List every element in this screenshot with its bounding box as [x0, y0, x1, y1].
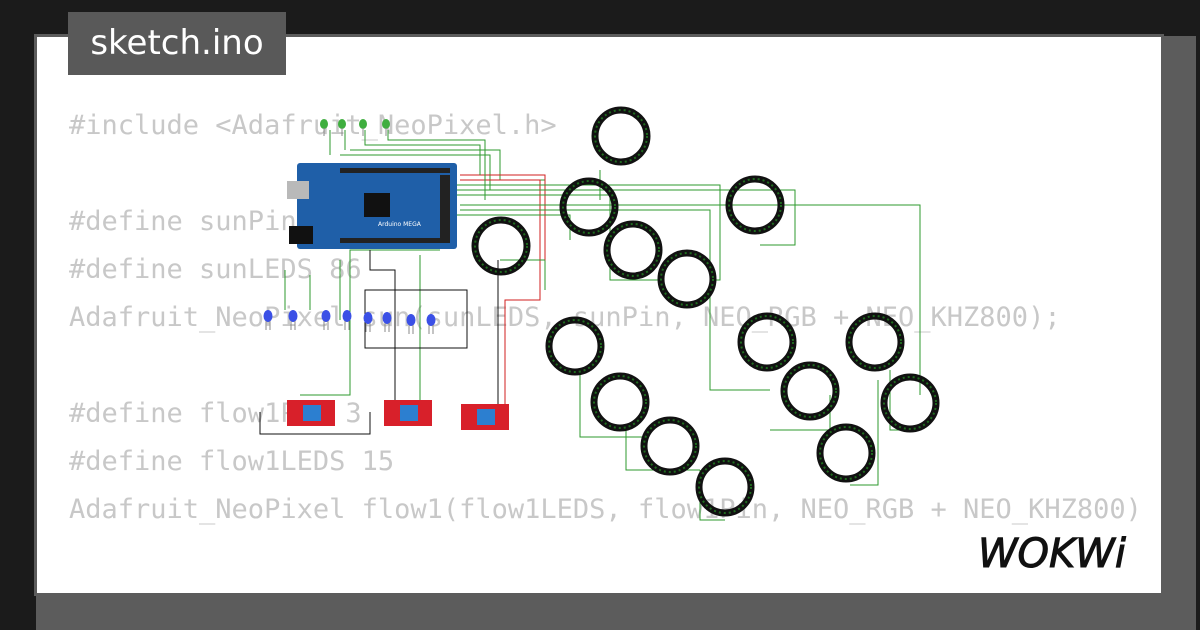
- led-body: [288, 310, 298, 322]
- led-body: [363, 312, 373, 324]
- wire: [387, 130, 486, 200]
- led-group[interactable]: [263, 119, 436, 334]
- neopixel-ring: [737, 312, 797, 372]
- code-line: #define flow2Pin 21: [69, 582, 378, 593]
- ring-pixels: [740, 315, 794, 369]
- led-body: [426, 314, 436, 326]
- pin-header-side: [440, 175, 450, 243]
- relay-module: [461, 404, 509, 430]
- led-body: [321, 310, 331, 322]
- blue-led: [263, 310, 273, 330]
- ring-pixels: [593, 375, 647, 429]
- blue-led: [406, 314, 416, 334]
- wire: [460, 209, 770, 391]
- ring-pixels: [474, 219, 528, 273]
- green-led: [320, 119, 328, 136]
- neopixel-ring: [725, 175, 785, 235]
- neopixel-ring: [780, 361, 840, 421]
- blue-led: [342, 310, 352, 330]
- wire: [450, 214, 571, 240]
- usb-port: [287, 181, 309, 199]
- green-led: [359, 119, 367, 136]
- logo-text: WOKWi: [978, 531, 1126, 577]
- neopixel-rings[interactable]: [471, 106, 940, 517]
- relay-coil: [400, 405, 418, 421]
- neopixel-ring: [880, 373, 940, 433]
- blue-led: [321, 310, 331, 330]
- wire: [460, 179, 541, 410]
- ring-pixels: [562, 180, 616, 234]
- neopixel-ring: [559, 177, 619, 237]
- wire: [259, 412, 371, 435]
- ring-pixels: [728, 178, 782, 232]
- neopixel-ring: [845, 312, 905, 372]
- power-jack: [289, 226, 313, 244]
- code-line: #define sunLEDS 86: [69, 254, 362, 285]
- relay-coil: [477, 409, 495, 425]
- code-editor: #include <Adafruit_NeoPixel.h> #define s…: [69, 37, 1139, 593]
- led-body: [382, 312, 392, 324]
- led-body: [382, 119, 390, 129]
- wire: [364, 130, 481, 175]
- led-body: [342, 310, 352, 322]
- ring-pixels: [783, 364, 837, 418]
- wire: [364, 289, 468, 349]
- wire: [579, 370, 645, 438]
- neopixel-ring: [471, 216, 531, 276]
- code-line: #define flow1LEDS 15: [69, 446, 395, 477]
- ring-pixels: [606, 223, 660, 277]
- arduino-mega-board[interactable]: Arduino MEGA: [287, 163, 457, 249]
- ring-pixels: [548, 319, 602, 373]
- code-line: Adafruit_NeoPixel flow1(flow1LEDS, flow1…: [69, 494, 1139, 525]
- led-body: [406, 314, 416, 326]
- code-line: Adafruit_NeoPixel sun(sunLEDS, sunPin, N…: [69, 302, 1061, 333]
- neopixel-ring: [545, 316, 605, 376]
- blue-led: [426, 314, 436, 334]
- led-body: [338, 119, 346, 129]
- neopixel-ring: [816, 423, 876, 483]
- neopixel-ring: [640, 416, 700, 476]
- pin-header-bottom: [340, 238, 440, 243]
- blue-led: [363, 312, 373, 332]
- green-led: [382, 119, 390, 136]
- green-led: [338, 119, 346, 136]
- ring-pixels: [698, 460, 752, 514]
- led-body: [263, 310, 273, 322]
- ring-pixels: [594, 109, 648, 163]
- wire: [850, 380, 879, 486]
- led-body: [359, 119, 367, 129]
- pin-header-top: [340, 168, 450, 173]
- wire: [300, 249, 440, 396]
- ring-pixels: [848, 315, 902, 369]
- file-title-tab[interactable]: sketch.ino: [68, 12, 286, 75]
- blue-led: [288, 310, 298, 330]
- ring-pixels: [660, 252, 714, 306]
- neopixel-ring: [657, 249, 717, 309]
- relay-module: [287, 400, 335, 426]
- led-body: [320, 119, 328, 129]
- wire: [340, 154, 491, 190]
- neopixel-ring: [603, 220, 663, 280]
- relay-coil: [303, 405, 321, 421]
- wire: [369, 250, 396, 400]
- relay-module: [384, 400, 432, 426]
- wire: [455, 189, 796, 246]
- relay-modules[interactable]: [287, 400, 509, 430]
- neopixel-ring: [695, 457, 755, 517]
- ring-pixels: [819, 426, 873, 480]
- blue-led: [382, 312, 392, 332]
- ring-pixels: [643, 419, 697, 473]
- ring-pixels: [883, 376, 937, 430]
- mcu-chip: [364, 193, 390, 217]
- neopixel-ring: [590, 372, 650, 432]
- neopixel-ring: [591, 106, 651, 166]
- wokwi-logo: WOKWi: [978, 531, 1127, 578]
- board-label: Arduino MEGA: [378, 221, 422, 228]
